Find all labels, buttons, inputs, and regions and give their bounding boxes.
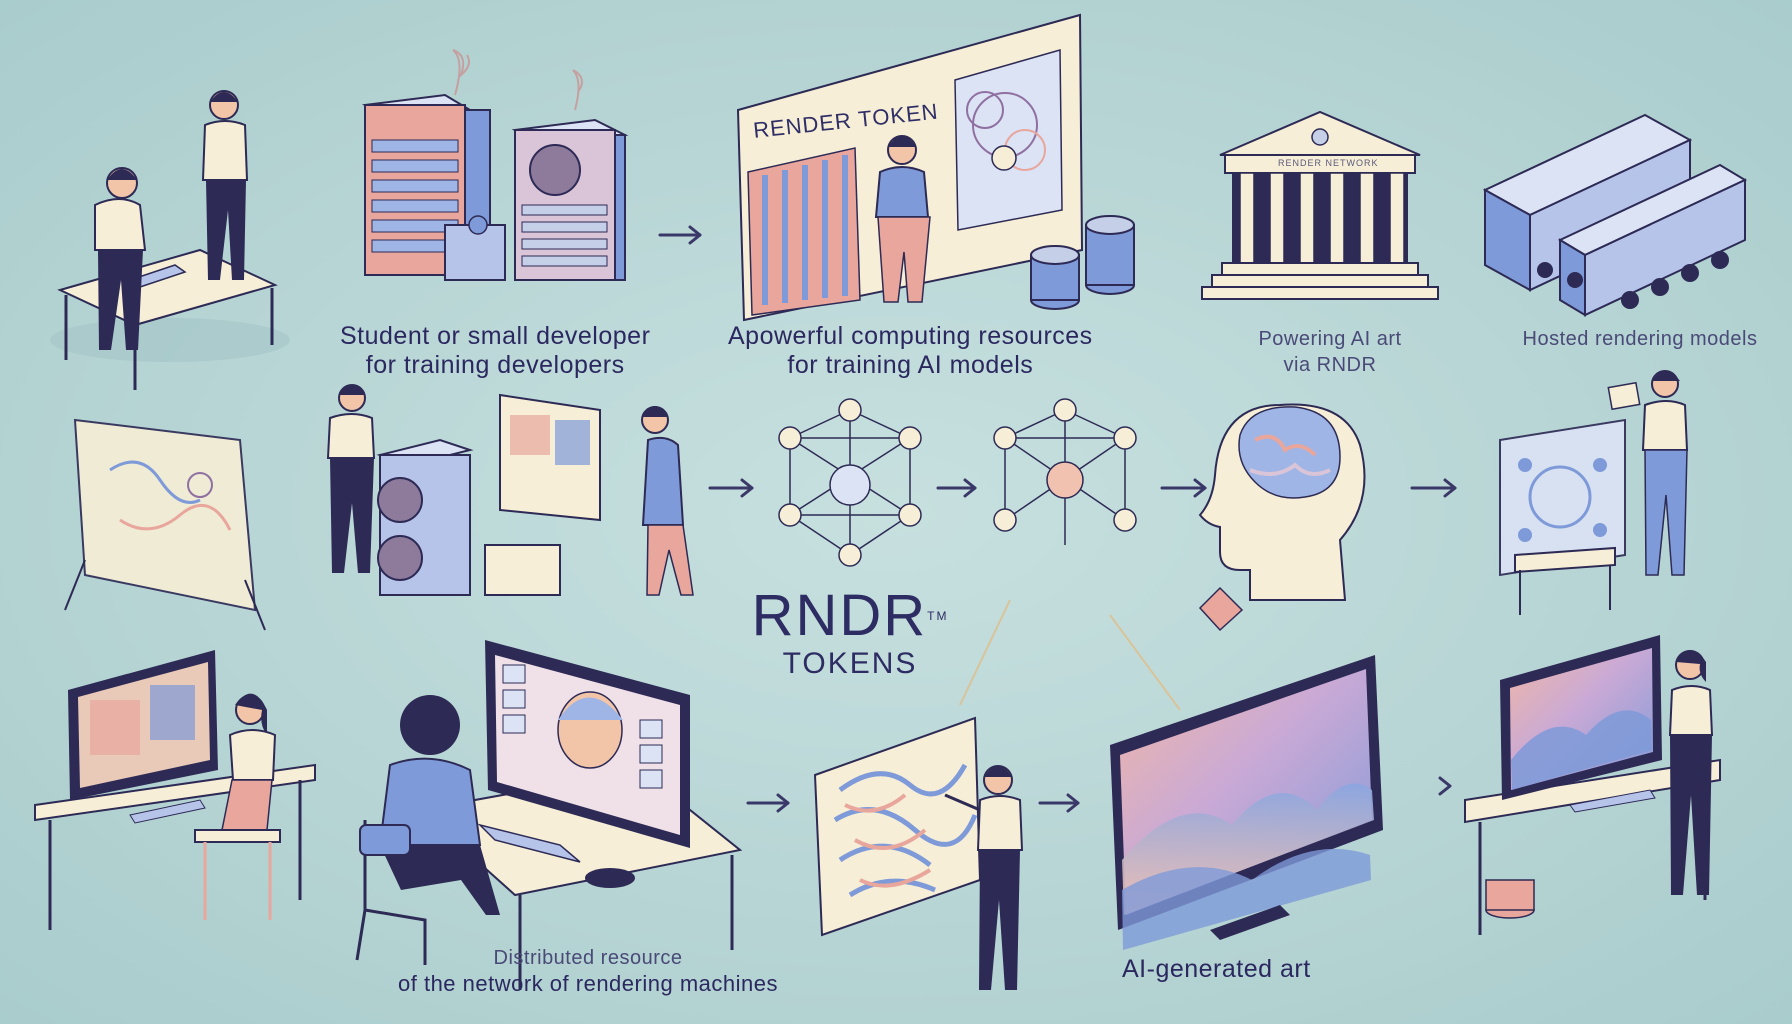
arrow-icon xyxy=(1438,776,1452,796)
arrow-icon xyxy=(708,478,754,498)
painter-at-canvas xyxy=(813,716,1024,990)
rndr-subtitle: TOKENS xyxy=(782,647,918,680)
caption-computing-line-1: Apowerful computing resources xyxy=(728,322,1093,350)
whiteboard-sketch xyxy=(64,418,266,631)
caption-powering-line-1: Powering AI art xyxy=(1258,328,1402,350)
caption-computing-line-2: for training AI models xyxy=(787,351,1034,379)
ai-art-monitor xyxy=(959,599,1383,950)
arrow-icon xyxy=(1038,793,1080,813)
server-machines xyxy=(1482,113,1748,317)
viewer-at-landscape-monitor xyxy=(1464,635,1721,935)
neural-network-1 xyxy=(778,398,922,567)
developer-portrait-monitor xyxy=(355,640,743,990)
rndr-token-label: RNDRTM TOKENS xyxy=(720,585,980,681)
caption-powering: Powering AI art via RNDR xyxy=(1200,326,1460,378)
arrow-icon xyxy=(746,793,790,813)
caption-distributed-line-2: of the network of rendering machines xyxy=(398,971,778,996)
artist-with-graph xyxy=(1499,370,1689,615)
bank-sign: RENDER NETWORK xyxy=(1278,158,1379,168)
tech-with-speakers xyxy=(326,384,694,596)
caption-student-line-1: Student or small developer xyxy=(340,322,651,350)
student-desk-scene xyxy=(50,90,290,390)
ai-brain-head xyxy=(1198,403,1366,632)
server-towers-scene xyxy=(362,49,629,281)
neural-network-2 xyxy=(993,398,1137,545)
rndr-title: RNDR xyxy=(751,583,928,648)
caption-models: Hosted rendering models xyxy=(1522,328,1758,350)
caption-distributed: Distributed resource of the network of r… xyxy=(368,945,808,997)
caption-powering-line-2: via RNDR xyxy=(1283,354,1377,376)
designer-at-monitor xyxy=(34,650,316,930)
bank-building xyxy=(1201,110,1439,300)
arrow-icon xyxy=(658,225,702,245)
caption-student-line-2: for training developers xyxy=(365,351,625,379)
caption-student: Student or small developer for training … xyxy=(340,322,650,380)
caption-distributed-line-1: Distributed resource xyxy=(493,947,683,969)
arrow-icon xyxy=(1160,478,1207,498)
rndr-trademark: TM xyxy=(927,609,949,623)
render-token-board xyxy=(736,13,1135,322)
caption-ai-art: AI-generated art xyxy=(1122,955,1311,983)
caption-computing: Apowerful computing resources for traini… xyxy=(728,322,1093,380)
arrow-icon xyxy=(1410,478,1457,498)
arrow-icon xyxy=(936,478,977,498)
flow-arrows xyxy=(658,225,1457,813)
